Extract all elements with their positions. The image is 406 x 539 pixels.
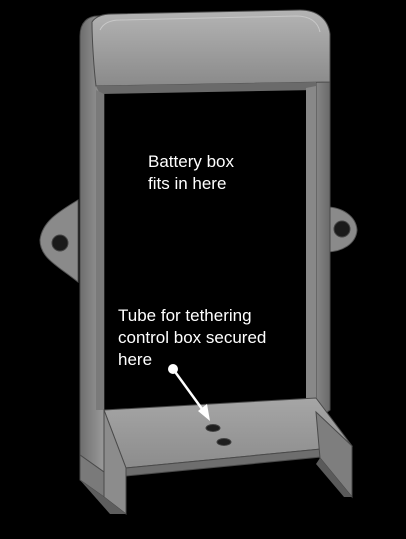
battery-box-annotation: Battery box fits in here: [148, 152, 234, 193]
left-tab-hole: [51, 234, 69, 252]
left-mounting-tab: [39, 199, 79, 284]
tube-hole-lower: [216, 438, 232, 446]
right-mounting-tab: [325, 206, 358, 253]
pointer-arrowhead: [198, 404, 210, 421]
tube-hole-upper: [205, 424, 221, 432]
right-tab-hole: [333, 220, 351, 238]
tube-annotation: Tube for tethering control box secured h…: [118, 306, 267, 369]
top-crossbar: [91, 9, 331, 87]
tube-pointer: [168, 364, 210, 421]
pointer-line: [171, 368, 207, 414]
